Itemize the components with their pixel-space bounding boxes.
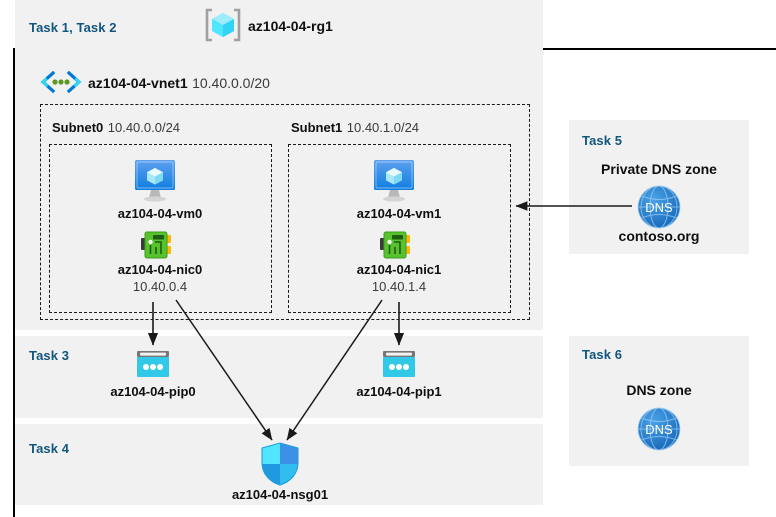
public-ip-icon bbox=[379, 348, 419, 382]
subnet1-label: Subnet1 bbox=[291, 120, 343, 135]
vnet-address-space: 10.40.0.0/20 bbox=[192, 75, 270, 91]
vm0-label-group: az104-04-vm0 bbox=[75, 206, 245, 221]
vnet-panel bbox=[29, 56, 543, 324]
subnet0-cidr: 10.40.0.0/24 bbox=[107, 120, 181, 135]
vm0-name: az104-04-vm0 bbox=[117, 206, 203, 221]
subnet1-header: Subnet1 10.40.1.0/24 bbox=[291, 119, 419, 137]
nic1-name: az104-04-nic1 bbox=[356, 262, 442, 277]
task-label-4: Task 4 bbox=[29, 441, 70, 456]
dns-zone-icon: DNS bbox=[633, 184, 685, 232]
subnet0-header: Subnet0 10.40.0.0/24 bbox=[52, 119, 180, 137]
pip1-name: az104-04-pip1 bbox=[356, 384, 442, 399]
subnets-dashed-container bbox=[40, 104, 530, 320]
virtual-network-icon bbox=[40, 70, 82, 94]
subnet1-cidr: 10.40.1.0/24 bbox=[346, 120, 420, 135]
virtual-machine-icon bbox=[131, 157, 179, 203]
task-label-6: Task 6 bbox=[582, 347, 623, 362]
nic0-label-group: az104-04-nic0 10.40.0.4 bbox=[75, 262, 245, 294]
pip0-label-group: az104-04-pip0 bbox=[73, 384, 233, 399]
task-label-1-2: Task 1, Task 2 bbox=[29, 20, 117, 35]
vm1-label-group: az104-04-vm1 bbox=[314, 206, 484, 221]
vnet-name: az104-04-vnet1 bbox=[88, 75, 188, 91]
dns-zone-icon: DNS bbox=[633, 406, 685, 454]
task-label-3: Task 3 bbox=[29, 348, 70, 363]
resource-group-name: az104-04-rg1 bbox=[248, 18, 333, 34]
private-dns-title: Private DNS zone bbox=[601, 161, 717, 177]
public-dns-title: DNS zone bbox=[626, 382, 692, 398]
vm1-name: az104-04-vm1 bbox=[356, 206, 442, 221]
nsg-label-group: az104-04-nsg01 bbox=[200, 487, 360, 502]
svg-text:DNS: DNS bbox=[645, 422, 673, 437]
virtual-machine-icon bbox=[370, 157, 418, 203]
nic0-ip: 10.40.0.4 bbox=[132, 279, 188, 294]
vnet-header: az104-04-vnet1 10.40.0.0/20 bbox=[88, 75, 270, 93]
network-interface-icon bbox=[378, 230, 412, 262]
pip0-name: az104-04-pip0 bbox=[110, 384, 196, 399]
subnet0-label: Subnet0 bbox=[52, 120, 104, 135]
subnet0-box bbox=[49, 144, 272, 313]
public-ip-panel bbox=[15, 336, 543, 418]
nic1-ip: 10.40.1.4 bbox=[371, 279, 427, 294]
task-label-5: Task 5 bbox=[582, 133, 623, 148]
network-interface-icon bbox=[139, 230, 173, 262]
svg-text:DNS: DNS bbox=[645, 200, 673, 215]
resource-group-icon bbox=[203, 7, 243, 43]
nic1-label-group: az104-04-nic1 10.40.1.4 bbox=[314, 262, 484, 294]
private-dns-name: contoso.org bbox=[618, 228, 700, 244]
nsg-name: az104-04-nsg01 bbox=[231, 487, 329, 502]
nic0-name: az104-04-nic0 bbox=[117, 262, 203, 277]
public-ip-icon bbox=[133, 348, 173, 382]
network-security-group-icon bbox=[259, 441, 301, 487]
pip1-label-group: az104-04-pip1 bbox=[319, 384, 479, 399]
